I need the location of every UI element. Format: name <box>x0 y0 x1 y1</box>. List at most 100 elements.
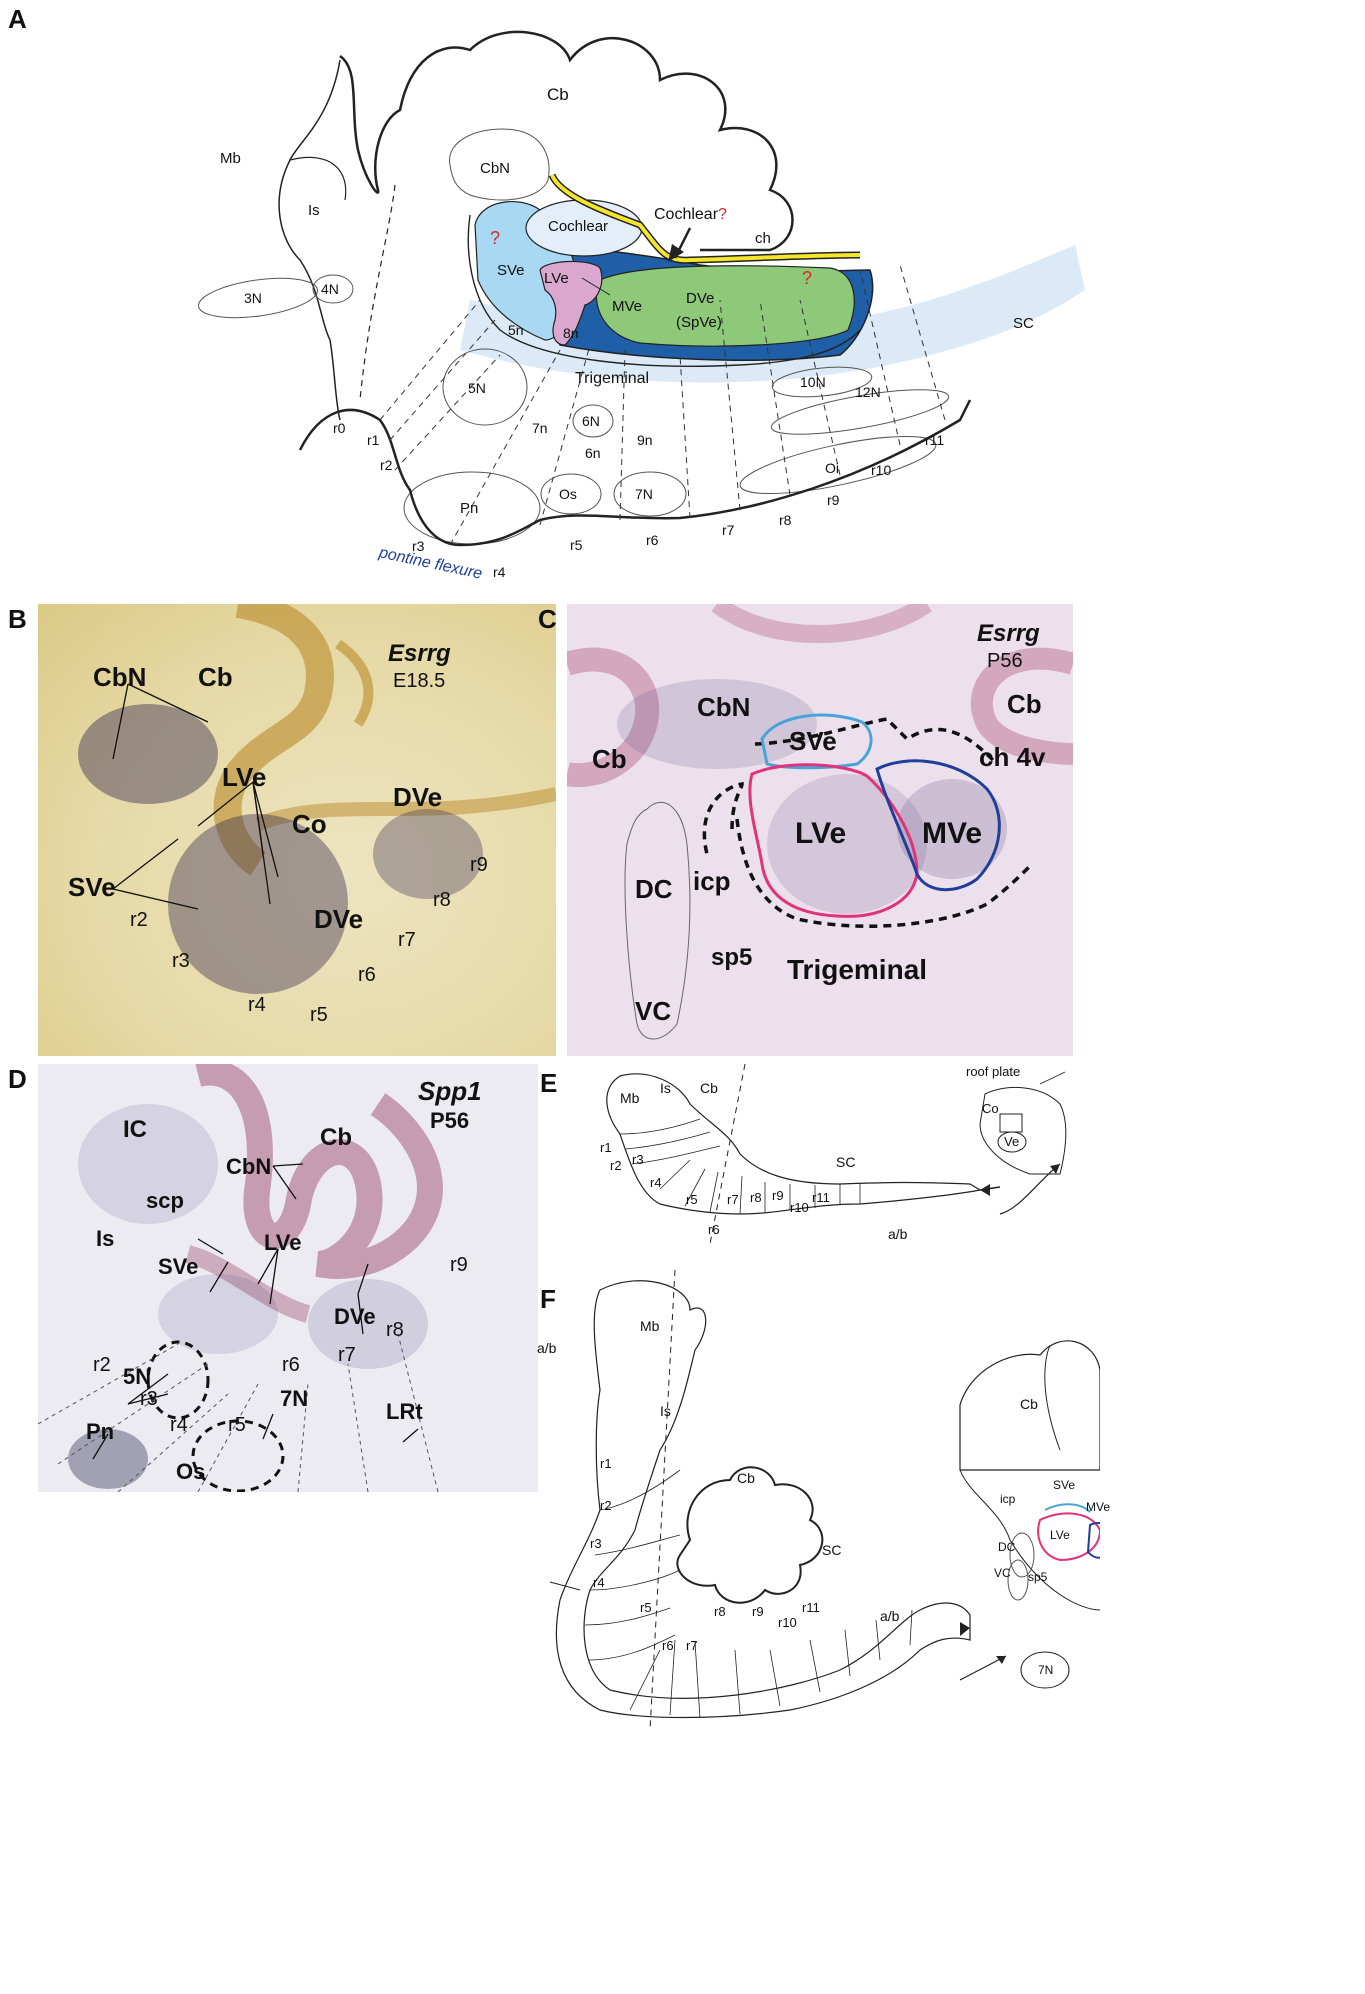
cbn-outline <box>449 128 550 201</box>
label-f-r4: r4 <box>593 1575 605 1590</box>
label-a-dve: DVe <box>686 290 715 307</box>
label-a-r8: r8 <box>779 512 792 528</box>
basal-outline <box>298 399 972 547</box>
label-c-icp: icp <box>693 866 731 896</box>
panel-e-diagram <box>606 1064 1067 1245</box>
label-e-is: Is <box>660 1080 671 1096</box>
label-a-cochlear-arrow: Cochlear? <box>654 206 727 224</box>
label-a-ch: ch <box>755 230 771 247</box>
label-a-oi: Oi <box>825 460 839 476</box>
label-e-r7: r7 <box>727 1192 739 1207</box>
label-f-dc: DC <box>998 1540 1016 1554</box>
label-d-gene: Spp1 <box>418 1076 482 1106</box>
label-e-ab: a/b <box>888 1226 908 1242</box>
label-b-r2: r2 <box>130 909 148 931</box>
label-d-cb: Cb <box>320 1124 352 1151</box>
label-f-r8: r8 <box>714 1604 726 1619</box>
label-f-sc: SC <box>822 1542 842 1558</box>
label-f-sve: SVe <box>1053 1478 1076 1492</box>
label-d-lrt: LRt <box>386 1399 423 1424</box>
label-e-r6: r6 <box>708 1222 720 1237</box>
label-e-r5: r5 <box>686 1192 698 1207</box>
label-f-r10: r10 <box>778 1615 797 1630</box>
panel-letter-c: C <box>538 604 557 634</box>
label-b-sve: SVe <box>68 872 116 902</box>
label-f-cb: Cb <box>737 1470 755 1486</box>
label-f-sp5: sp5 <box>1028 1570 1048 1584</box>
label-a-7n-small: 7n <box>532 420 548 436</box>
label-a-cochlear: Cochlear <box>548 218 609 235</box>
label-a-r4: r4 <box>493 564 506 580</box>
label-a-r2: r2 <box>380 457 393 473</box>
label-e-r1: r1 <box>600 1140 612 1155</box>
question-mark: ? <box>802 268 813 288</box>
label-a-r1: r1 <box>367 432 380 448</box>
label-f-r6: r6 <box>662 1638 674 1653</box>
label-d-r5: r5 <box>228 1414 246 1436</box>
panel-b-image: CbN Cb Esrrg E18.5 LVe Co DVe SVe DVe r2… <box>38 604 556 1056</box>
label-a-r6: r6 <box>646 532 659 548</box>
label-d-7n: 7N <box>280 1386 309 1411</box>
label-f-ab-left: a/b <box>537 1340 557 1356</box>
label-f-lve: LVe <box>1050 1528 1070 1542</box>
label-c-vc: VC <box>635 996 672 1026</box>
label-a-mb: Mb <box>220 150 241 167</box>
dve-region <box>595 265 855 347</box>
label-a-5n-small: 5n <box>508 322 524 338</box>
panel-f-diagram <box>549 1270 1100 1731</box>
label-e-r8: r8 <box>750 1190 762 1205</box>
label-f-r3: r3 <box>590 1536 602 1551</box>
lve-outline <box>748 763 919 918</box>
label-a-spve: (SpVe) <box>676 314 722 331</box>
label-c-cb-left: Cb <box>592 744 627 774</box>
label-f-mb: Mb <box>640 1318 660 1334</box>
label-a-r3: r3 <box>412 538 425 554</box>
label-f-r7: r7 <box>686 1638 698 1653</box>
label-b-co: Co <box>292 809 327 839</box>
label-c-ch4v: ch 4v <box>979 742 1046 772</box>
question-mark: ? <box>490 228 501 248</box>
label-a-12n: 12N <box>855 384 881 400</box>
panel-letter-b: B <box>8 604 27 634</box>
label-c-sve: SVe <box>789 726 837 756</box>
label-a-7n: 7N <box>635 486 653 502</box>
label-d-cbn: CbN <box>226 1154 272 1179</box>
label-a-10n: 10N <box>800 374 826 390</box>
label-f-r5: r5 <box>640 1600 652 1615</box>
label-a-lve: LVe <box>544 270 569 287</box>
label-f-7n: 7N <box>1038 1663 1054 1677</box>
label-a-3n: 3N <box>244 290 262 306</box>
label-d-sve: SVe <box>158 1254 199 1279</box>
label-d-r9: r9 <box>450 1254 468 1276</box>
panel-d-image: Spp1 P56 IC Cb CbN scp Is LVe SVe DVe r9… <box>38 1064 538 1492</box>
label-b-r5: r5 <box>310 1004 328 1026</box>
label-c-stage: P56 <box>987 650 1023 672</box>
label-e-r9: r9 <box>772 1188 784 1203</box>
label-b-dve1: DVe <box>393 782 443 812</box>
label-c-dc: DC <box>635 874 673 904</box>
label-e-mb: Mb <box>620 1090 640 1106</box>
label-a-trigeminal: Trigeminal <box>575 370 650 387</box>
cochlear-arrow-text: Cochlear <box>654 206 719 223</box>
label-c-gene: Esrrg <box>977 620 1040 647</box>
panel-b-art <box>78 604 556 994</box>
label-f-is: Is <box>660 1403 671 1419</box>
label-d-r3: r3 <box>140 1388 158 1410</box>
panel-c-art <box>567 604 1073 1040</box>
label-e-ve: Ve <box>1004 1134 1020 1149</box>
label-a-r0: r0 <box>333 420 346 436</box>
label-f-r11: r11 <box>802 1600 820 1615</box>
label-e-cb: Cb <box>700 1080 718 1096</box>
label-b-r3: r3 <box>172 950 190 972</box>
label-e-r3: r3 <box>632 1152 644 1167</box>
label-a-r9: r9 <box>827 492 840 508</box>
label-d-r6: r6 <box>282 1354 300 1376</box>
label-f-cb2: Cb <box>1020 1396 1038 1412</box>
label-b-cbn: CbN <box>93 662 147 692</box>
cb-outline <box>339 30 794 252</box>
label-a-9n: 9n <box>637 432 653 448</box>
label-b-r7: r7 <box>398 929 416 951</box>
label-a-4n: 4N <box>321 281 339 297</box>
label-c-mve: MVe <box>922 817 983 850</box>
label-f-r2: r2 <box>600 1498 612 1513</box>
